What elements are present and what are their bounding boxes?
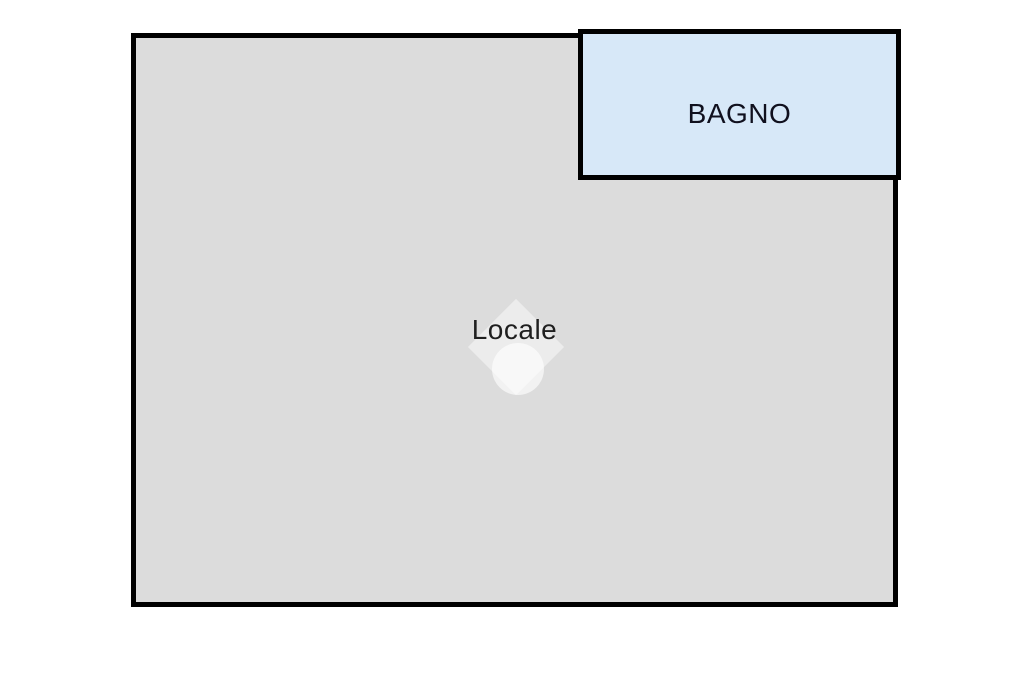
watermark-circle-icon bbox=[492, 343, 544, 395]
room-bagno-label: BAGNO bbox=[687, 98, 792, 129]
room-bagno: BAGNO bbox=[578, 29, 901, 180]
room-locale-label: Locale bbox=[471, 314, 558, 345]
